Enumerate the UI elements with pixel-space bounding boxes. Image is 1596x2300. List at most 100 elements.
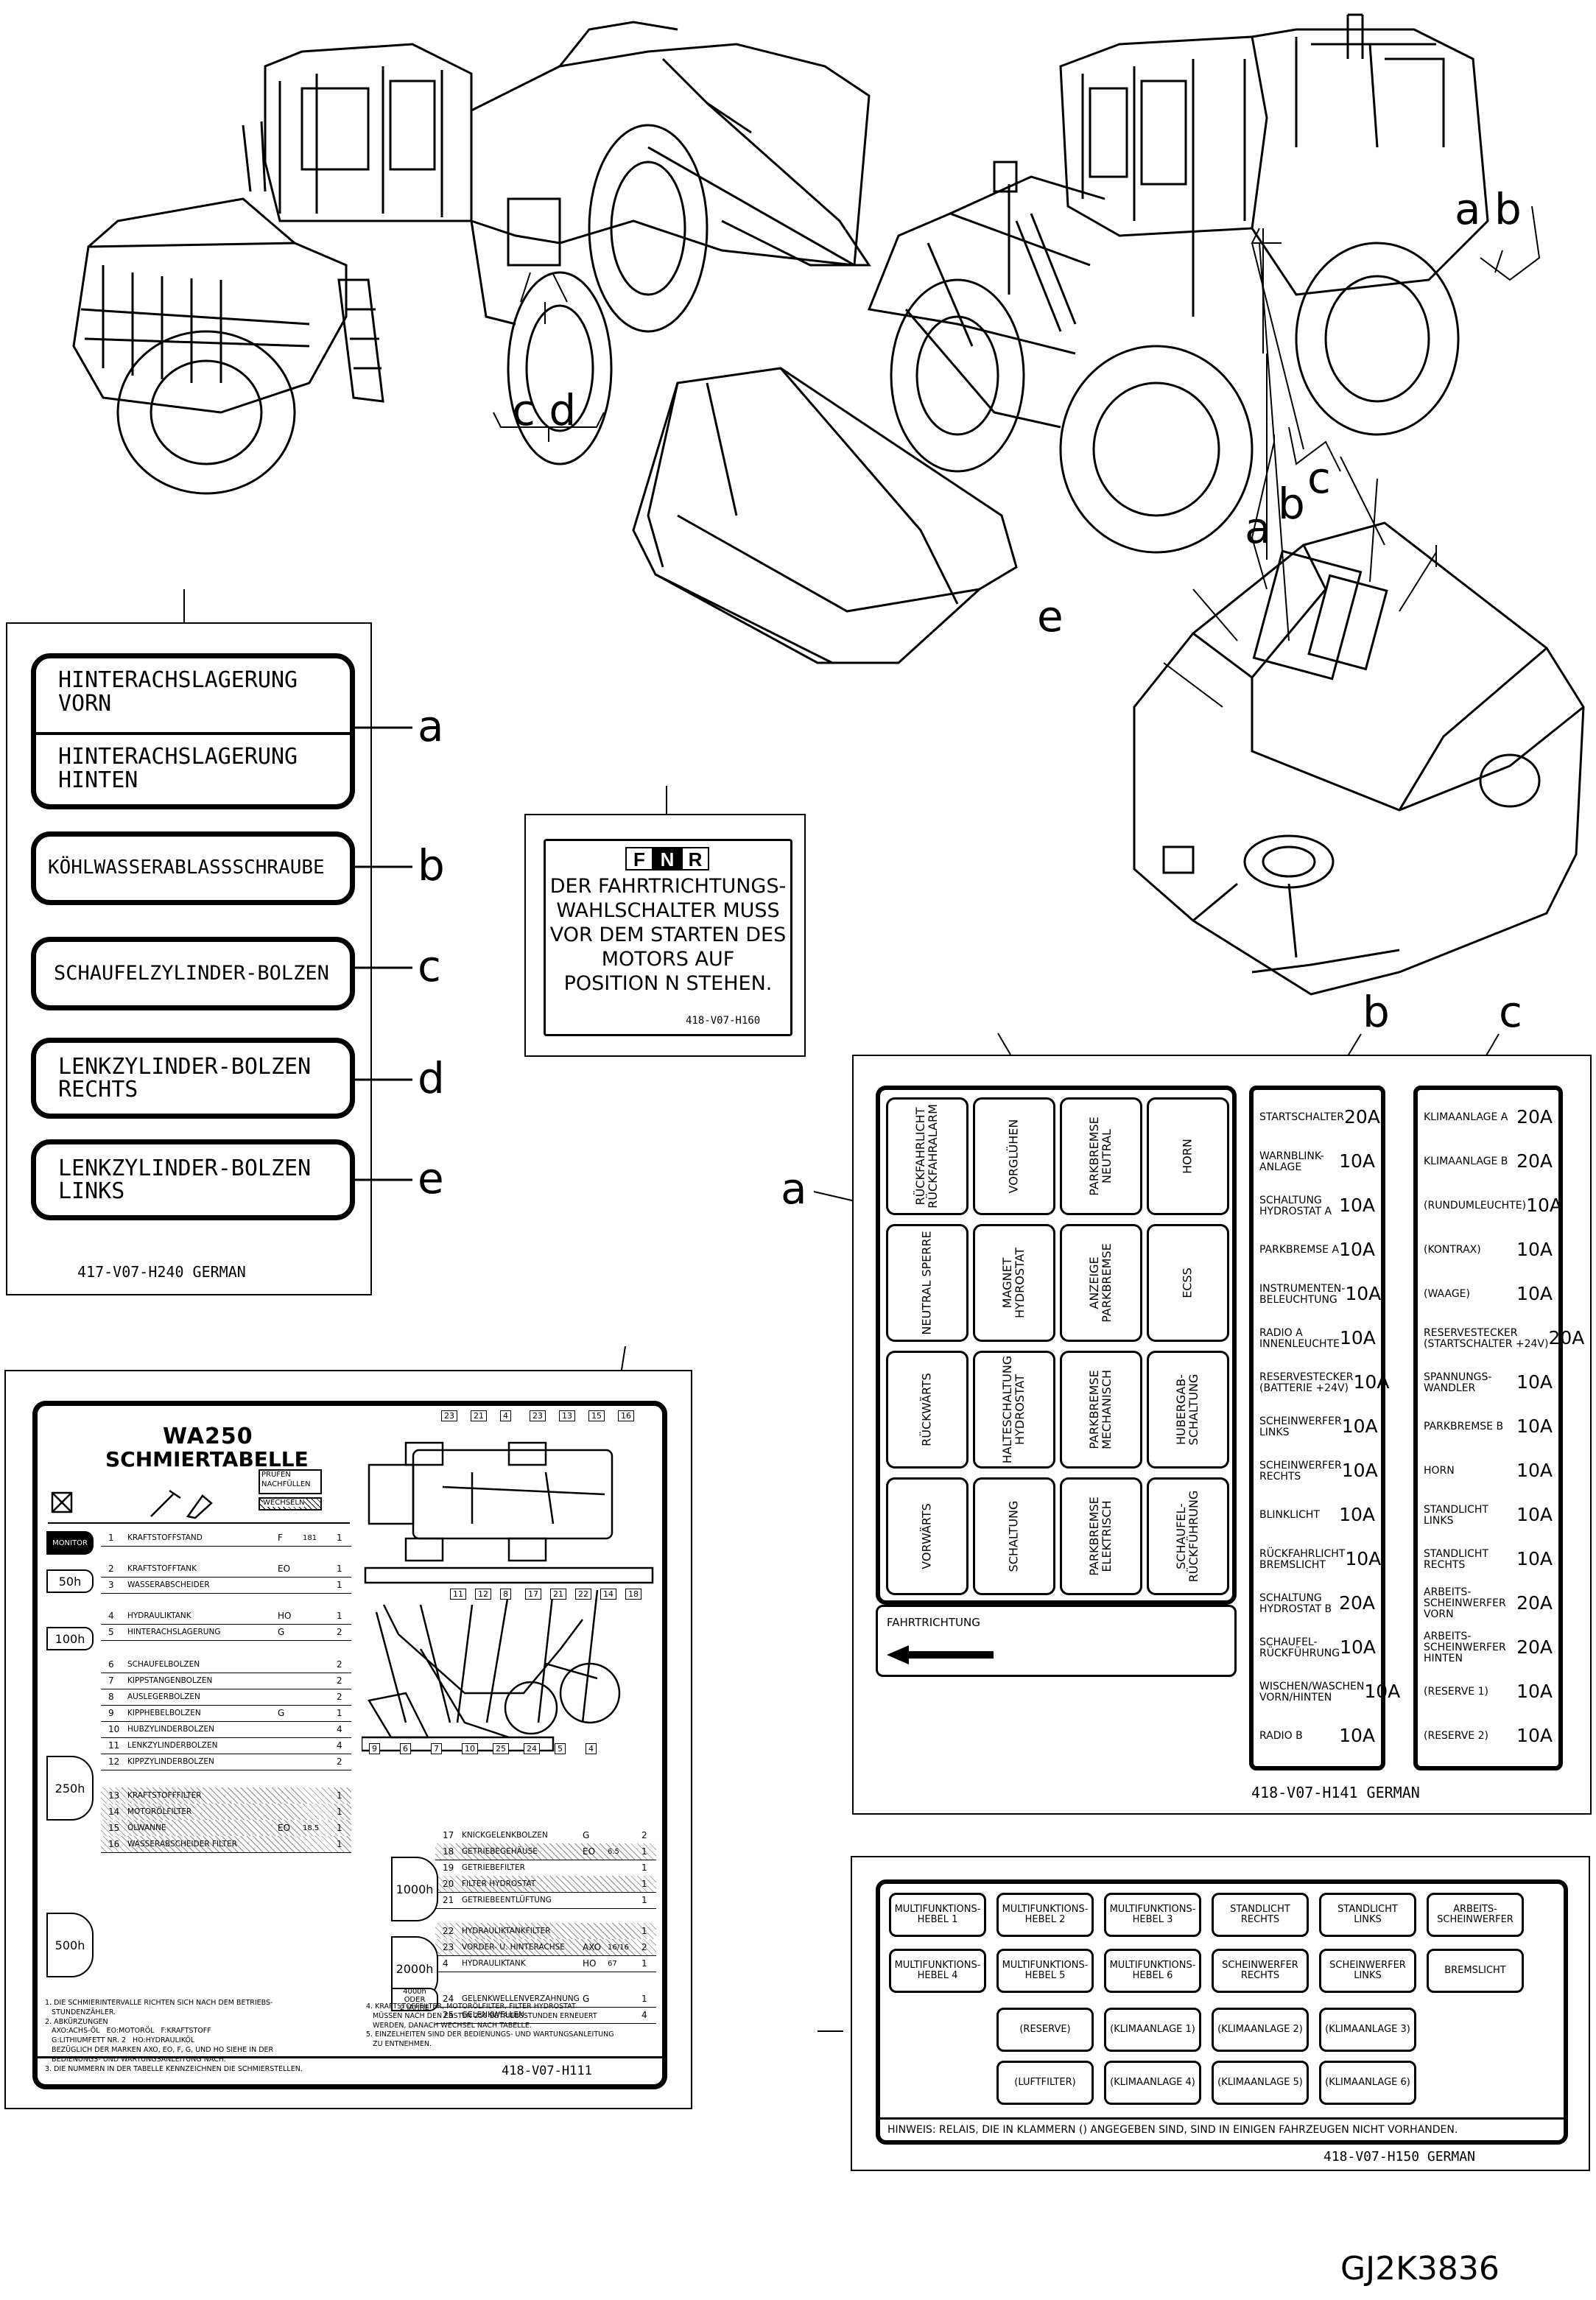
lube-row-code: G	[583, 1830, 590, 1840]
switch-slot: ANZEIGE PARKBREMSE	[1060, 1224, 1142, 1342]
lube-row-points: 1	[337, 1807, 342, 1817]
fuse-amperage: 10A	[1516, 1504, 1553, 1526]
lube-row-points: 1	[337, 1611, 342, 1621]
fuse-amperage: 20A	[1516, 1150, 1553, 1172]
lube-footer-rule	[38, 2056, 662, 2058]
diagram-point-number: 23	[441, 1410, 457, 1421]
fuse-name: HORN	[1424, 1465, 1455, 1477]
relay-slot: STANDLICHT LINKS	[1319, 1893, 1416, 1937]
wheel-loader-rear-view-drawing	[72, 21, 871, 495]
fuse-row: (RUNDUMLEUCHTE)10A	[1424, 1186, 1562, 1226]
lube-row-number: 6	[108, 1659, 114, 1670]
lube-row-item: WASSERABSCHEIDER	[127, 1580, 210, 1589]
lube-title: WA250	[163, 1424, 253, 1449]
lube-row-points: 2	[641, 1942, 647, 1952]
lube-row-code: G	[583, 1994, 590, 2004]
lube-row-number: 19	[443, 1863, 454, 1873]
fuse-amperage: 10A	[1516, 1239, 1553, 1261]
switch-slot: ECSS	[1147, 1224, 1229, 1342]
lube-row-points: 1	[337, 1823, 342, 1833]
switch-slot: VORWÄRTS	[886, 1477, 969, 1595]
fuse-amperage: 20A	[1516, 1106, 1553, 1128]
switch-label: HALTESCHALTUNG HYDROSTAT	[1000, 1355, 1027, 1464]
fuse-name: KLIMAANLAGE A	[1424, 1111, 1508, 1124]
interval-badge: MONITOR	[46, 1531, 94, 1555]
lube-row-number: 24	[443, 1994, 454, 2004]
lube-row-points: 1	[641, 1994, 647, 2004]
diagram-point-number: 7	[431, 1743, 442, 1754]
fnr-n-icon: N	[653, 847, 681, 871]
switch-label: PARKBREMSE MECHANISCH	[1087, 1369, 1114, 1450]
lube-row-number: 23	[443, 1942, 454, 1952]
interval-badge: 1000h	[391, 1857, 438, 1921]
lube-row-points: 2	[337, 1627, 342, 1637]
letter-b: b	[418, 840, 445, 890]
relay-slot: (KLIMAANLAGE 4)	[1104, 2061, 1201, 2105]
fuse-name: KLIMAANLAGE B	[1424, 1156, 1508, 1168]
lube-row-qty: 6.5	[608, 1847, 619, 1856]
relay-slot: (KLIMAANLAGE 3)	[1319, 2008, 1416, 2052]
label-e-line2: LINKS	[58, 1178, 125, 1204]
label-a-line1: HINTERACHSLAGERUNG	[58, 667, 298, 693]
fuse-amperage: 10A	[1345, 1548, 1382, 1570]
switch-label: VORWÄRTS	[919, 1503, 934, 1569]
fuse-row: STANDLICHT LINKS 10A	[1424, 1495, 1553, 1536]
diagram-point-number: 12	[475, 1589, 491, 1600]
lube-row-number: 16	[108, 1839, 120, 1849]
diagram-point-number: 8	[500, 1589, 511, 1600]
switch-label: RÜCKWÄRTS	[919, 1373, 934, 1446]
switch-label: PARKBREMSE NEUTRAL	[1087, 1116, 1114, 1196]
cab-interior-drawing	[1133, 521, 1585, 996]
lube-row-points: 1	[337, 1564, 342, 1574]
lube-row-points: 1	[641, 1895, 647, 1905]
fuse-amperage: 10A	[1339, 1150, 1375, 1172]
relay-slot: SCHEINWERFER RECHTS	[1212, 1949, 1309, 1993]
switch-label: NEUTRAL SPERRE	[919, 1231, 934, 1335]
callout-fuse-c: c	[1499, 987, 1522, 1037]
direction-box: FAHRTRICHTUNG	[876, 1605, 1237, 1677]
lubrication-chart-decal: WA250 SCHMIERTABELLE PRÜFEN NACHFÜLLEN W…	[4, 1370, 692, 2109]
label-e-lenkzylinder-links: LENKZYLINDER-BOLZEN LINKS	[31, 1139, 355, 1220]
interval-badge: 100h	[46, 1627, 94, 1650]
lube-row-item: SCHAUFELBOLZEN	[127, 1660, 200, 1669]
relay-slot: ARBEITS- SCHEINWERFER	[1427, 1893, 1524, 1937]
relay-slot: (KLIMAANLAGE 2)	[1212, 2008, 1309, 2052]
arrow-left-icon	[887, 1645, 994, 1664]
callout-fuse-b: b	[1363, 987, 1390, 1037]
fnr-instructions: DER FAHRTRICHTUNGS- WAHLSCHALTER MUSS VO…	[546, 875, 790, 996]
fnr-warning-decal: F N R DER FAHRTRICHTUNGS- WAHLSCHALTER M…	[524, 814, 806, 1057]
relay-note-divider	[880, 2117, 1564, 2120]
lube-row-points: 1	[337, 1533, 342, 1543]
lube-subtitle: SCHMIERTABELLE	[105, 1447, 309, 1471]
lube-point-diagram	[362, 1441, 654, 1752]
relay-slot: (LUFTFILTER)	[996, 2061, 1094, 2105]
lube-row-code: F	[278, 1533, 283, 1543]
lube-row-points: 1	[337, 1790, 342, 1801]
diagram-point-number: 4	[586, 1743, 597, 1754]
switch-slot: HUBERGAB- SCHALTUNG	[1147, 1351, 1229, 1469]
lube-row-item: HYDRAULIKTANKFILTER	[462, 1927, 551, 1935]
fuse-amperage: 10A	[1339, 1504, 1375, 1526]
left-table-top-rule	[48, 1522, 350, 1524]
fuse-name: STANDLICHT LINKS	[1424, 1503, 1488, 1527]
lube-row-points: 1	[641, 1926, 647, 1936]
fuse-row: KLIMAANLAGE B 20A	[1424, 1142, 1553, 1182]
diagram-point-number: 18	[625, 1589, 641, 1600]
lube-row-number: 21	[443, 1895, 454, 1905]
label-a-line4: HINTEN	[58, 767, 138, 793]
interval-badge: 4000h ODER 2 JAHRE	[391, 1988, 438, 2012]
